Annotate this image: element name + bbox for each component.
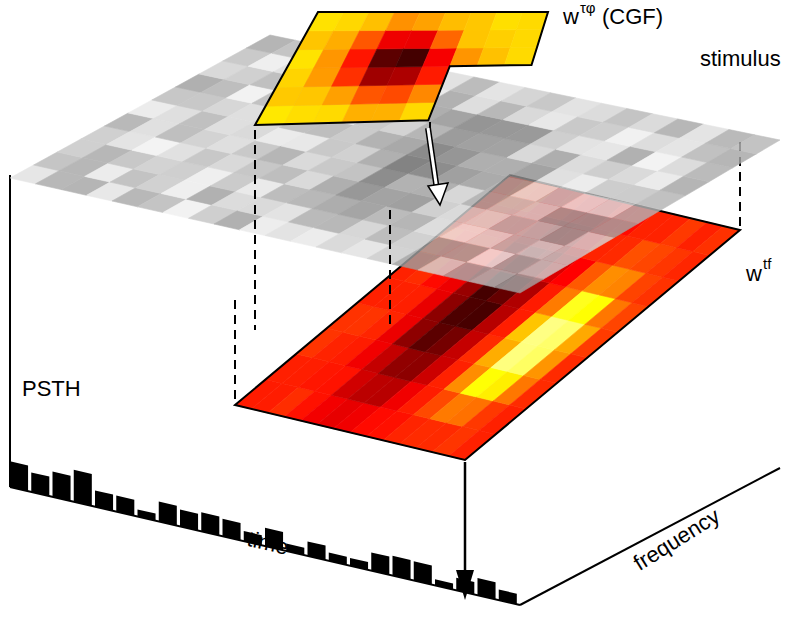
plane-label: stimulus <box>700 48 781 70</box>
arrow-head <box>428 183 448 205</box>
weight-label: w <box>563 6 579 28</box>
psth-bar <box>138 509 156 520</box>
psth-bar <box>414 561 432 584</box>
heat-cell <box>479 405 526 434</box>
wtf-heatmap <box>235 175 740 460</box>
psth-bars <box>10 461 517 604</box>
axis-line <box>9 175 11 487</box>
arrow-head <box>456 570 474 600</box>
projection-line <box>234 300 236 403</box>
projection-line <box>389 210 391 330</box>
psth-bar <box>499 589 517 604</box>
psth-bar <box>53 471 71 501</box>
heat-cell <box>571 328 618 358</box>
psth-bar <box>159 502 177 526</box>
weight-superscript: tf <box>763 256 771 271</box>
psth-bar <box>95 490 113 510</box>
arrow-shaft <box>428 128 437 190</box>
weight-label: (CGF) <box>602 6 663 28</box>
heat-cell <box>540 354 587 384</box>
psth-bar <box>31 472 49 496</box>
cgf-heatmap <box>255 12 548 125</box>
weight-label: w <box>746 263 762 285</box>
psth-bar <box>116 495 134 515</box>
plane-outline <box>255 12 548 125</box>
psth-bar <box>329 553 347 565</box>
psth-bar <box>435 579 453 589</box>
plane-outline <box>235 175 740 460</box>
heat-cell <box>449 431 496 461</box>
weight-superscript: τφ <box>580 0 595 15</box>
axis-line <box>10 487 520 605</box>
heat-cell <box>601 303 648 333</box>
psth-bar <box>371 552 389 574</box>
stimulus-grid <box>10 35 780 293</box>
heat-cell <box>632 277 679 307</box>
psth-bar <box>478 578 496 599</box>
psth-bar <box>286 543 304 555</box>
heat-cell <box>693 226 740 256</box>
arrow-shaft <box>464 462 467 572</box>
axis-label: time <box>245 528 290 559</box>
projection-line <box>254 130 256 330</box>
psth-bar <box>201 512 219 535</box>
psth-bar <box>10 461 28 491</box>
psth-bar <box>308 541 326 560</box>
heat-cell <box>510 379 557 409</box>
psth-bar <box>74 470 92 506</box>
psth-bar <box>223 519 241 540</box>
heat-cell <box>663 252 710 282</box>
arrow-shaft <box>428 128 437 190</box>
axis-line <box>520 468 780 605</box>
psth-bar <box>180 510 198 531</box>
stimulus-cell <box>731 135 780 154</box>
psth-bar <box>393 556 411 580</box>
axis-label: PSTH <box>22 378 81 400</box>
psth-bar <box>350 558 368 570</box>
